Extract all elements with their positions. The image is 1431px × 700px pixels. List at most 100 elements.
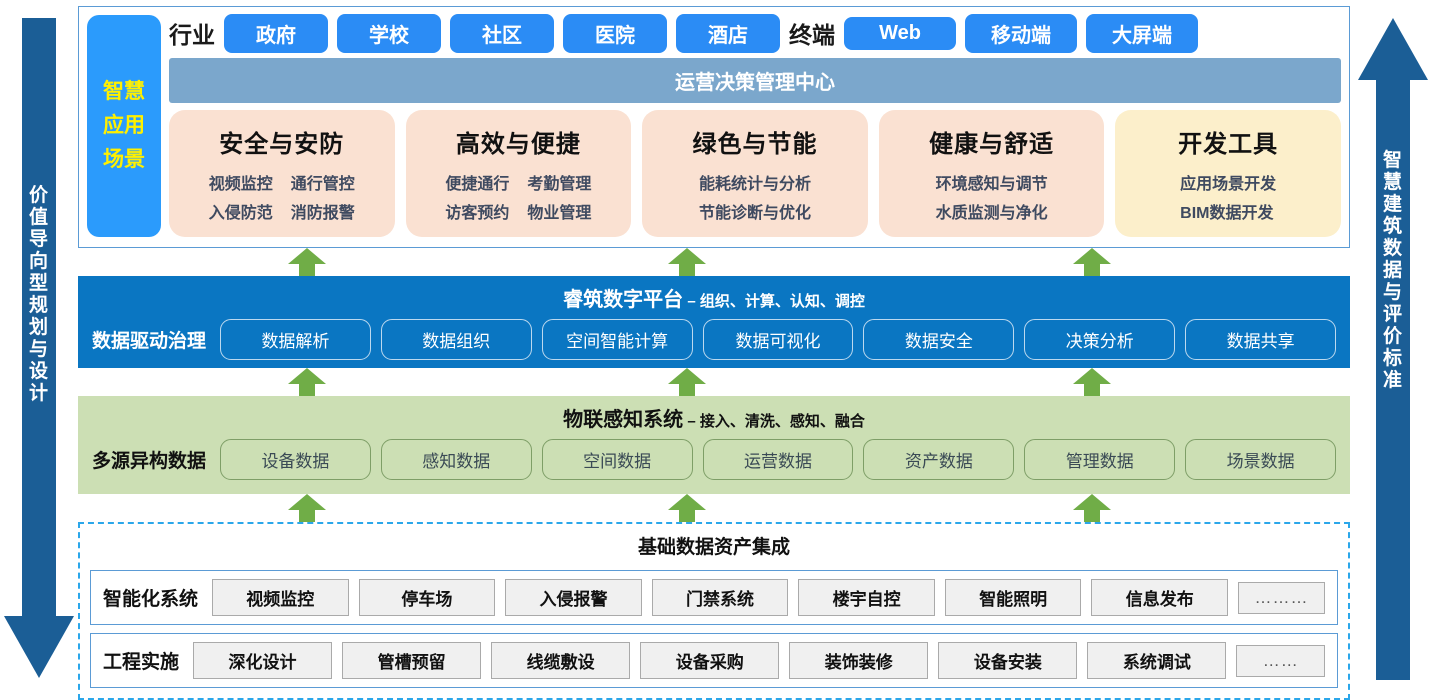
- connector-up-arrow-icon: [288, 248, 326, 276]
- base-box-building-automation[interactable]: 楼宇自控: [798, 579, 935, 616]
- industry-tag-community[interactable]: 社区: [450, 13, 554, 53]
- arrow-label-char: 规: [28, 295, 49, 316]
- base-box-system-commissioning[interactable]: 系统调试: [1087, 642, 1227, 679]
- scenario-card-items: 环境感知与调节水质监测与净化: [936, 170, 1048, 223]
- base-box-parking-lot[interactable]: 停车场: [358, 579, 496, 616]
- platform-title-main: 睿筑数字平台: [563, 289, 684, 311]
- scenario-card-1[interactable]: 安全与安防视频监控入侵防范通行管控消防报警: [169, 110, 395, 237]
- iot-title-main: 物联感知系统: [563, 409, 684, 431]
- base-box-detailed-design[interactable]: 深化设计: [193, 642, 333, 679]
- platform-chip-data-organization[interactable]: 数据组织: [380, 319, 532, 360]
- terminal-tag-largescreen[interactable]: 大屏端: [1086, 13, 1198, 53]
- connector-up-arrow-icon: [1073, 368, 1111, 396]
- base-box-more-engineering[interactable]: ……: [1236, 644, 1325, 677]
- connector-arrow-row-3: [78, 494, 1350, 522]
- base-box-information-release[interactable]: 信息发布: [1091, 579, 1229, 616]
- scenario-card-column: 便捷通行访客预约: [445, 170, 509, 223]
- scenario-card-item: 通行管控: [290, 176, 355, 193]
- platform-chip-row: 数据驱动治理 数据解析 数据组织 空间智能计算 数据可视化 数据安全 决策分析 …: [92, 319, 1337, 360]
- scenario-card-item: 访客预约: [445, 205, 510, 222]
- scenario-card-column: 通行管控消防报警: [291, 170, 355, 223]
- connector-arrow-tail: [679, 263, 695, 276]
- iot-chip-device-data[interactable]: 设备数据: [220, 439, 371, 480]
- base-box-conduit-reservation[interactable]: 管槽预留: [342, 642, 482, 679]
- scenario-card-item: 视频监控: [208, 176, 273, 193]
- arrow-label-char: 数: [1382, 238, 1403, 259]
- terminal-tag-mobile[interactable]: 移动端: [965, 13, 1077, 53]
- base-box-more-intelligent-systems[interactable]: ………: [1238, 581, 1326, 614]
- base-row-engineering-implementation: 工程实施 深化设计 管槽预留 线缆敷设 设备采购 装饰装修 设备安装 系统调试 …: [90, 633, 1338, 688]
- scenario-card-items: 便捷通行访客预约考勤管理物业管理: [445, 170, 591, 223]
- platform-chip-data-visualization[interactable]: 数据可视化: [702, 319, 854, 360]
- scenario-card-item: 消防报警: [290, 205, 355, 222]
- connector-up-arrow-icon: [288, 494, 326, 522]
- base-box-decoration[interactable]: 装饰装修: [789, 642, 929, 679]
- iot-chip-asset-data[interactable]: 资产数据: [863, 439, 1015, 480]
- scenario-card-item: 考勤管理: [527, 176, 592, 193]
- scenario-card-item: 节能诊断与优化: [698, 205, 811, 222]
- connector-arrow-head: [668, 368, 706, 384]
- arrow-label-char: 与: [28, 339, 49, 360]
- iot-band-title: 物联感知系统 – 接入、清洗、感知、融合: [92, 403, 1336, 432]
- terminal-tag-web[interactable]: Web: [844, 16, 956, 50]
- iot-chip-operation-data[interactable]: 运营数据: [702, 439, 854, 480]
- smart-application-side-label-line: 场景: [103, 148, 145, 171]
- base-row-label-engineering: 工程实施: [103, 652, 180, 673]
- connector-arrow-head: [288, 494, 326, 510]
- left-arrow-shaft: [22, 18, 56, 618]
- iot-chip-row: 多源异构数据 设备数据 感知数据 空间数据 运营数据 资产数据 管理数据 场景数…: [92, 439, 1337, 480]
- industry-tag-hospital[interactable]: 医院: [563, 13, 667, 53]
- platform-chip-data-sharing[interactable]: 数据共享: [1185, 319, 1337, 360]
- scenario-card-title: 安全与安防: [219, 131, 345, 158]
- scenario-card-2[interactable]: 高效与便捷便捷通行访客预约考勤管理物业管理: [405, 110, 632, 237]
- scenario-card-3[interactable]: 绿色与节能能耗统计与分析节能诊断与优化: [642, 110, 868, 237]
- base-box-intrusion-alarm[interactable]: 入侵报警: [505, 579, 642, 616]
- arrow-label-char: 评: [1382, 304, 1403, 325]
- connector-up-arrow-icon: [1073, 494, 1111, 522]
- iot-title-sub: – 接入、清洗、感知、融合: [683, 413, 865, 430]
- platform-row-label: 数据驱动治理: [92, 331, 207, 352]
- smart-application-side-label-line: 智慧: [103, 80, 145, 103]
- connector-arrow-row-2: [78, 368, 1350, 396]
- base-box-access-control[interactable]: 门禁系统: [651, 579, 789, 616]
- industry-label: 行业: [169, 22, 215, 48]
- scenario-card-column: 视频监控入侵防范: [209, 170, 273, 223]
- base-box-equipment-installation[interactable]: 设备安装: [938, 642, 1078, 679]
- left-arrow-label: 价值导向型规划与设计: [4, 185, 74, 405]
- iot-chip-sensing-data[interactable]: 感知数据: [380, 439, 532, 480]
- base-row-intelligent-systems: 智能化系统 视频监控 停车场 入侵报警 门禁系统 楼宇自控 智能照明 信息发布 …: [90, 570, 1338, 625]
- platform-chip-spatial-computing[interactable]: 空间智能计算: [541, 319, 693, 360]
- connector-arrow-tail: [1084, 383, 1100, 396]
- connector-arrow-head: [668, 494, 706, 510]
- arrow-label-char: 建: [1382, 194, 1403, 215]
- arrow-label-char: 准: [1382, 370, 1403, 391]
- industry-tag-hotel[interactable]: 酒店: [676, 13, 780, 53]
- iot-chip-management-data[interactable]: 管理数据: [1024, 439, 1176, 480]
- platform-chip-data-parsing[interactable]: 数据解析: [220, 319, 371, 360]
- operation-decision-center-bar[interactable]: 运营决策管理中心: [169, 58, 1341, 103]
- connector-arrow-head: [288, 248, 326, 264]
- right-standard-arrow: 智慧建筑数据与评价标准: [1358, 0, 1428, 700]
- connector-arrow-tail: [299, 509, 315, 522]
- connector-up-arrow-icon: [1073, 248, 1111, 276]
- platform-chip-decision-analysis[interactable]: 决策分析: [1024, 319, 1176, 360]
- smart-application-side-label-line: 应用: [103, 114, 145, 137]
- application-scenario-cards: 安全与安防视频监控入侵防范通行管控消防报警高效与便捷便捷通行访客预约考勤管理物业…: [169, 110, 1341, 237]
- iot-chip-scene-data[interactable]: 场景数据: [1185, 439, 1337, 480]
- right-arrow-head-up-icon: [1358, 18, 1428, 80]
- scenario-card-item: 水质监测与净化: [935, 205, 1048, 222]
- industry-tag-government[interactable]: 政府: [224, 13, 328, 53]
- scenario-card-items: 视频监控入侵防范通行管控消防报警: [209, 170, 355, 223]
- base-box-video-surveillance[interactable]: 视频监控: [212, 579, 349, 616]
- base-box-smart-lighting[interactable]: 智能照明: [944, 579, 1082, 616]
- scenario-card-item: BIM数据开发: [1180, 205, 1274, 222]
- arrow-label-char: 筑: [1382, 216, 1403, 237]
- scenario-card-4[interactable]: 健康与舒适环境感知与调节水质监测与净化: [878, 110, 1105, 237]
- industry-tag-school[interactable]: 学校: [337, 13, 441, 53]
- base-box-cable-laying[interactable]: 线缆敷设: [491, 642, 631, 679]
- platform-chip-data-security[interactable]: 数据安全: [863, 319, 1015, 360]
- iot-chip-spatial-data[interactable]: 空间数据: [541, 439, 693, 480]
- base-box-equipment-procurement[interactable]: 设备采购: [640, 642, 780, 679]
